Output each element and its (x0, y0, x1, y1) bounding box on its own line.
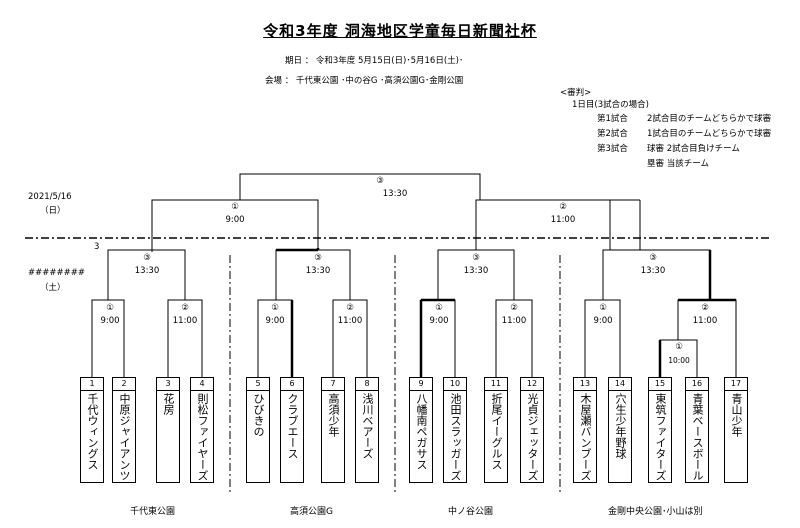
referee-row: 第3試合球審 2試合目負けチーム (597, 144, 740, 154)
referee-row: 塁審 当該チーム (647, 159, 709, 169)
venue-g3: 中ノ谷公園 (448, 507, 494, 517)
g2-no: ③ (314, 253, 322, 263)
g1a-time: 9:00 (100, 316, 120, 326)
team-name: 千代ウィングス (86, 393, 99, 470)
team-name: ひびきの (252, 393, 265, 437)
g1a-bracket (91, 299, 125, 377)
g2a-no: ① (271, 303, 279, 313)
team-name: 東筑ファイターズ (654, 393, 667, 481)
team-name: 浅川ベアーズ (361, 393, 374, 459)
g4b-time: 11:00 (692, 316, 718, 326)
semi-left-bracket (152, 199, 319, 250)
semi-right-time: 11:00 (550, 215, 576, 225)
team-name: 光貞ジェッターズ (526, 393, 539, 481)
g4-no: ③ (649, 253, 657, 263)
g4a-no: ① (599, 303, 607, 313)
team-name: 花房 (162, 393, 175, 415)
g4-time: 13:30 (640, 266, 666, 276)
g4a-bracket (584, 299, 621, 377)
g1-time: 13:30 (134, 266, 160, 276)
date-line: 期日 ： 令和3年度 5月15日(日)･5月16日(土)･ (285, 56, 464, 66)
g1-no: ③ (143, 253, 151, 263)
team-name: 則松ファイヤーズ (196, 393, 209, 481)
g3-bracket (437, 249, 515, 300)
g2b-bracket (332, 299, 368, 377)
g1a-no: ① (106, 303, 114, 313)
referee-day1: 1日目(3試合の場合) (572, 100, 649, 110)
venue-g2: 高須公園G (290, 507, 333, 517)
g4a-time: 9:00 (593, 316, 613, 326)
team-name: 青山少年 (730, 393, 743, 437)
day-marker: 3 (94, 242, 100, 252)
g1-bracket (107, 249, 186, 300)
semi-left-time: 9:00 (225, 215, 245, 225)
g3b-time: 11:00 (501, 316, 527, 326)
semi-right-bracket (475, 199, 640, 250)
venue-g1: 千代東公園 (130, 507, 176, 517)
team-name: クラブエース (286, 393, 299, 459)
g1b-time: 11:00 (172, 316, 198, 326)
venue-g4: 金剛中央公園･小山は別 (608, 507, 703, 517)
semi-left-no: ① (231, 202, 239, 212)
g4c-time: 10:00 (668, 356, 690, 365)
g3b-no: ② (510, 303, 518, 313)
team-name: 穴生少年野球 (614, 393, 627, 459)
team-name: 青葉ベースボール (691, 393, 704, 481)
g1b-no: ② (181, 303, 189, 313)
team-name: 中原ジャイアンツ (118, 393, 131, 481)
g4c-no: ① (675, 342, 683, 352)
team-name: 高須少年 (327, 393, 340, 437)
final-match-no: ③ (376, 176, 384, 186)
venue-line: 会場 ： 千代東公園 ･中の谷G ･高須公園G･金剛公園 (265, 76, 464, 86)
semi-right-no: ② (559, 202, 567, 212)
team-name: 折尾イーグルス (490, 393, 503, 470)
g3-time: 13:30 (463, 266, 489, 276)
g3a-no: ① (435, 303, 443, 313)
day1-date: ######## (28, 268, 85, 278)
g2b-time: 11:00 (337, 316, 363, 326)
team-name: 八幡南ペガサス (415, 393, 428, 470)
g2b-no: ② (346, 303, 354, 313)
team-name: 木屋瀬バンブーズ (579, 393, 592, 481)
g3a-time: 9:00 (429, 316, 449, 326)
final-match-time: 13:30 (382, 189, 408, 199)
referee-heading: <審判> (560, 88, 592, 98)
g1b-bracket (167, 299, 203, 377)
g3b-bracket (495, 299, 533, 377)
day2-weekday: （日） (40, 206, 66, 216)
g3-no: ③ (472, 253, 480, 263)
g4b-no: ② (701, 303, 709, 313)
team-name: 池田スラッガーズ (449, 393, 462, 481)
day2-date: 2021/5/16 (28, 192, 72, 202)
day1-weekday: （土） (40, 283, 66, 293)
g2-time: 13:30 (305, 266, 331, 276)
page-title: 令和3年度 洞海地区学童毎日新聞社杯 (263, 22, 537, 40)
g2a-time: 9:00 (265, 316, 285, 326)
